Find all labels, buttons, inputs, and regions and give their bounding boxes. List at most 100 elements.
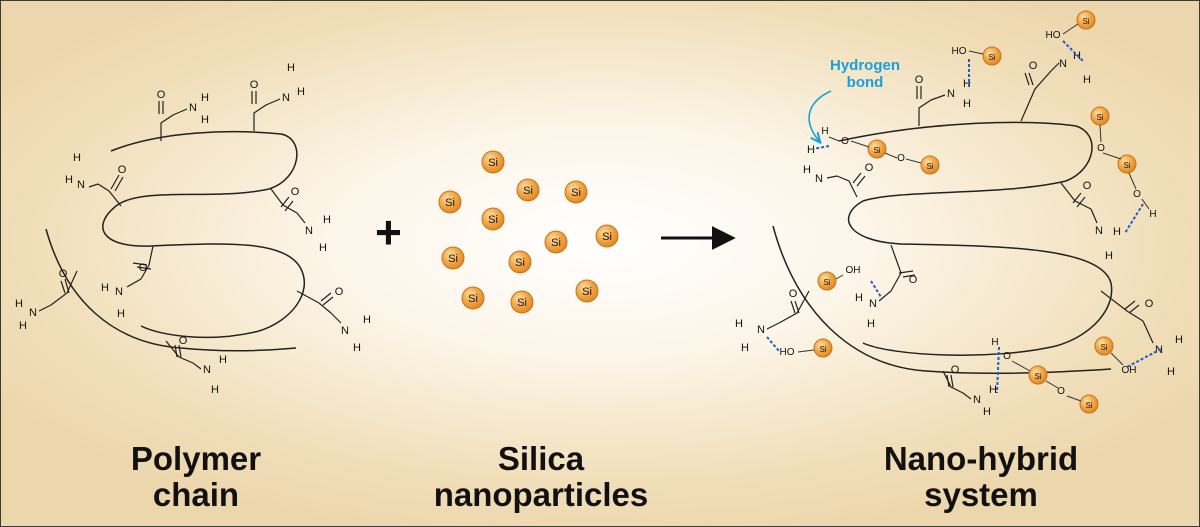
- hydrogen-bond-label: Hydrogen bond: [829, 57, 900, 91]
- svg-text:O: O: [1003, 351, 1011, 362]
- hybrid-polymer-chain: [772, 121, 1113, 374]
- svg-text:H: H: [363, 314, 371, 326]
- svg-text:O: O: [897, 153, 905, 164]
- svg-text:Si: Si: [1082, 17, 1089, 26]
- svg-text:O: O: [250, 79, 259, 91]
- svg-text:H: H: [807, 144, 815, 156]
- svg-text:H: H: [73, 152, 81, 164]
- svg-text:Si: Si: [1085, 401, 1092, 410]
- svg-text:N: N: [305, 225, 313, 237]
- svg-text:O: O: [841, 136, 849, 147]
- nano-hybrid-caption: Nano-hybrid system: [883, 440, 1079, 513]
- svg-text:H: H: [353, 342, 361, 354]
- svg-text:N: N: [947, 88, 955, 100]
- svg-text:H: H: [855, 292, 863, 304]
- svg-text:O: O: [157, 89, 166, 101]
- svg-text:H: H: [983, 406, 991, 418]
- polymer-chain-caption: Polymer chain: [130, 440, 262, 513]
- svg-text:N: N: [1095, 225, 1103, 237]
- svg-text:N: N: [757, 324, 765, 336]
- svg-text:Si: Si: [445, 197, 455, 209]
- svg-text:H: H: [735, 318, 743, 330]
- svg-text:H: H: [821, 126, 828, 137]
- svg-text:H: H: [101, 282, 109, 294]
- polymer-side-groups: O N H H O N H H O N H H O N H H O N: [15, 62, 371, 396]
- svg-text:Si: Si: [523, 185, 533, 197]
- svg-text:O: O: [865, 162, 874, 174]
- svg-text:N: N: [869, 298, 877, 310]
- svg-text:HO: HO: [1046, 30, 1061, 41]
- svg-text:H: H: [1149, 209, 1156, 220]
- silica-nanoparticles: Si Si Si Si Si Si Si Si Si Si Si Si: [438, 150, 619, 314]
- svg-text:H: H: [19, 320, 27, 332]
- svg-text:N: N: [815, 173, 823, 185]
- svg-text:H: H: [989, 384, 997, 396]
- svg-text:Si: Si: [488, 157, 498, 169]
- svg-text:O: O: [59, 268, 68, 280]
- svg-text:Si: Si: [1096, 113, 1103, 122]
- svg-text:Si: Si: [602, 231, 612, 243]
- svg-text:H: H: [219, 354, 227, 366]
- svg-text:Si: Si: [488, 214, 498, 226]
- plus-sign: +: [375, 206, 402, 258]
- svg-text:H: H: [1113, 226, 1121, 238]
- polymer-chain: [45, 130, 306, 352]
- svg-text:H: H: [297, 86, 305, 98]
- svg-text:OH: OH: [846, 265, 861, 276]
- si-o-links: [797, 23, 1150, 402]
- svg-text:H: H: [319, 242, 327, 254]
- svg-text:H: H: [1175, 334, 1183, 346]
- svg-text:N: N: [115, 286, 123, 298]
- svg-text:HO: HO: [952, 46, 967, 57]
- silica-nanoparticles-caption: Silica nanoparticles: [433, 440, 649, 513]
- svg-text:Si: Si: [988, 53, 995, 62]
- svg-text:H: H: [287, 62, 295, 74]
- svg-text:Si: Si: [1123, 161, 1130, 170]
- svg-text:Si: Si: [1034, 372, 1041, 381]
- svg-text:H: H: [65, 174, 73, 186]
- svg-text:H: H: [211, 384, 219, 396]
- svg-text:N: N: [1059, 58, 1067, 70]
- svg-text:Si: Si: [551, 237, 561, 249]
- svg-text:H: H: [1105, 250, 1113, 262]
- hydrogen-bonds: [766, 40, 1162, 394]
- svg-text:H: H: [323, 214, 331, 226]
- bound-silica: Si HO Si HO Si Si H O O Si Si O O H Si O…: [780, 10, 1157, 414]
- svg-text:Si: Si: [468, 293, 478, 305]
- hydrogen-bond-pointer: [808, 90, 832, 141]
- svg-text:O: O: [118, 164, 127, 176]
- svg-text:H: H: [15, 298, 23, 310]
- svg-text:O: O: [1133, 189, 1141, 200]
- svg-text:Si: Si: [819, 345, 826, 354]
- svg-text:H: H: [1167, 366, 1175, 378]
- svg-text:O: O: [1029, 60, 1038, 72]
- svg-text:N: N: [203, 364, 211, 376]
- svg-text:O: O: [909, 274, 918, 286]
- svg-text:Si: Si: [873, 146, 880, 155]
- svg-text:Si: Si: [1100, 343, 1107, 352]
- svg-text:Si: Si: [517, 297, 527, 309]
- svg-text:O: O: [1097, 143, 1105, 154]
- svg-text:O: O: [951, 364, 960, 376]
- svg-text:O: O: [335, 286, 344, 298]
- svg-text:N: N: [189, 102, 197, 114]
- svg-text:H: H: [963, 98, 971, 110]
- svg-text:Si: Si: [448, 253, 458, 265]
- svg-text:Si: Si: [926, 162, 933, 171]
- svg-text:O: O: [915, 74, 924, 86]
- svg-text:O: O: [179, 335, 188, 347]
- svg-text:N: N: [973, 394, 981, 406]
- svg-text:N: N: [29, 307, 37, 319]
- svg-text:Si: Si: [823, 278, 830, 287]
- svg-text:O: O: [1083, 180, 1092, 192]
- svg-text:O: O: [291, 186, 300, 198]
- svg-text:H: H: [117, 308, 125, 320]
- svg-text:O: O: [139, 262, 148, 274]
- svg-text:H: H: [991, 337, 998, 348]
- svg-text:O: O: [789, 288, 798, 300]
- svg-text:O: O: [1145, 298, 1154, 310]
- svg-text:H: H: [803, 164, 811, 176]
- svg-text:H: H: [1083, 74, 1091, 86]
